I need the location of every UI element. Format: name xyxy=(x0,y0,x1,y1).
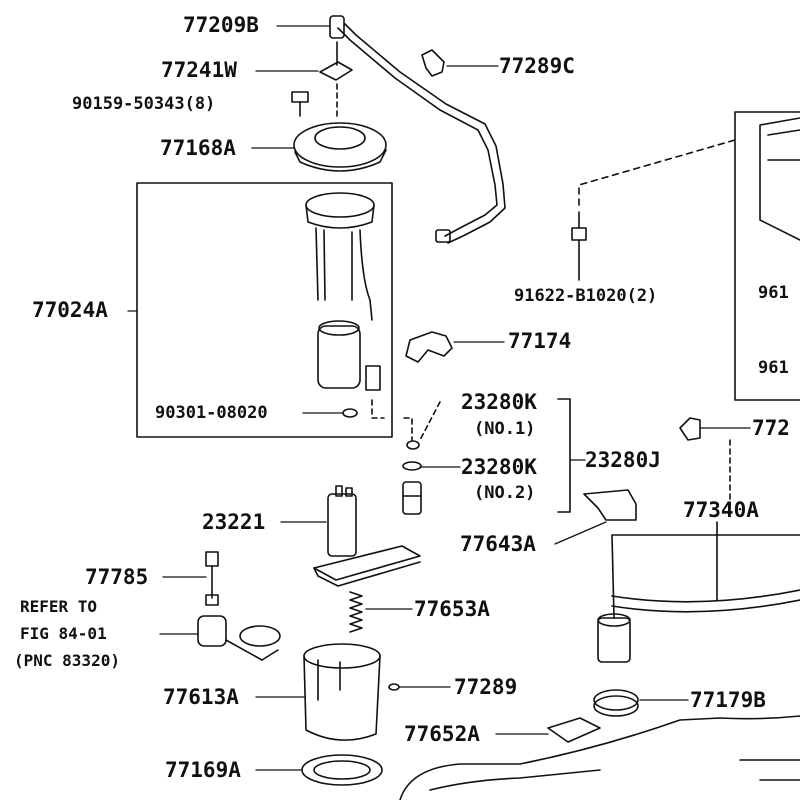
sender-part xyxy=(205,551,219,606)
label-77289: 77289 xyxy=(454,675,518,699)
label-77179b: 77179B xyxy=(690,688,766,712)
leader-dash xyxy=(371,399,385,419)
gasket-part xyxy=(301,754,383,786)
label-961-b: 961 xyxy=(758,358,789,378)
fuel-pump-assembly-box xyxy=(136,182,393,438)
gauge-part xyxy=(197,615,281,661)
bracket-leader xyxy=(557,398,571,513)
refer-line-2: FIG 84-01 xyxy=(20,624,107,643)
label-23280k-no1: 23280K xyxy=(461,390,537,414)
filter-part xyxy=(402,481,422,515)
label-23280j: 23280J xyxy=(585,448,661,472)
ring-part xyxy=(593,689,639,717)
label-77613a: 77613A xyxy=(163,685,239,709)
label-77168a: 77168A xyxy=(160,136,236,160)
label-77174: 77174 xyxy=(508,329,572,353)
label-961-a: 961 xyxy=(758,283,789,303)
label-77785: 77785 xyxy=(85,565,149,589)
label-77209b: 77209B xyxy=(183,13,259,37)
label-77643a: 77643A xyxy=(460,532,536,556)
stud-bolt-part xyxy=(571,211,587,281)
o-ring-part xyxy=(406,440,420,450)
label-no1: (NO.1) xyxy=(474,419,536,439)
label-77241w: 77241W xyxy=(161,58,237,82)
spring-part xyxy=(349,591,363,633)
label-91622: 91622-B1020(2) xyxy=(514,286,658,306)
fuel-tank-part xyxy=(739,759,800,781)
clamp-part xyxy=(679,417,701,441)
label-77024a: 77024A xyxy=(32,298,108,322)
label-77652a: 77652A xyxy=(404,722,480,746)
clip-part xyxy=(388,683,400,691)
retainer-part xyxy=(583,489,637,521)
refer-line-1: REFER TO xyxy=(20,597,98,616)
label-77340a: 77340A xyxy=(683,498,759,522)
refer-line-3: (PNC 83320) xyxy=(14,651,120,670)
pump-assembly-part xyxy=(305,192,381,418)
label-90159: 90159-50343(8) xyxy=(72,94,216,114)
bracket-part xyxy=(405,331,453,363)
label-no2: (NO.2) xyxy=(474,483,536,503)
leader-dash xyxy=(578,139,736,206)
fuel-line-part xyxy=(329,15,506,244)
fuel-tank-part xyxy=(429,769,601,791)
label-772: 772 xyxy=(752,416,790,440)
label-77289c: 77289C xyxy=(499,54,575,78)
cover-plate-part xyxy=(293,122,387,172)
canister-part xyxy=(759,117,800,241)
label-23280k-no2: 23280K xyxy=(461,455,537,479)
bolt-part xyxy=(291,91,309,117)
fuel-tank-part xyxy=(399,715,800,800)
o-ring-part xyxy=(402,461,422,471)
leader-dash xyxy=(403,417,413,441)
clamp-part xyxy=(421,49,445,77)
label-77653a: 77653A xyxy=(414,597,490,621)
label-90301: 90301-08020 xyxy=(155,403,268,423)
leader-dash xyxy=(419,401,441,441)
sub-tank-part xyxy=(303,643,381,741)
label-77169a: 77169A xyxy=(165,758,241,782)
leader-lines xyxy=(127,25,751,771)
fuel-pump-part xyxy=(313,485,421,587)
right-assembly-box xyxy=(734,111,800,401)
label-23221: 23221 xyxy=(202,510,266,534)
pad-part xyxy=(547,717,601,743)
clip-part xyxy=(319,41,353,81)
inlet-part xyxy=(597,521,800,663)
